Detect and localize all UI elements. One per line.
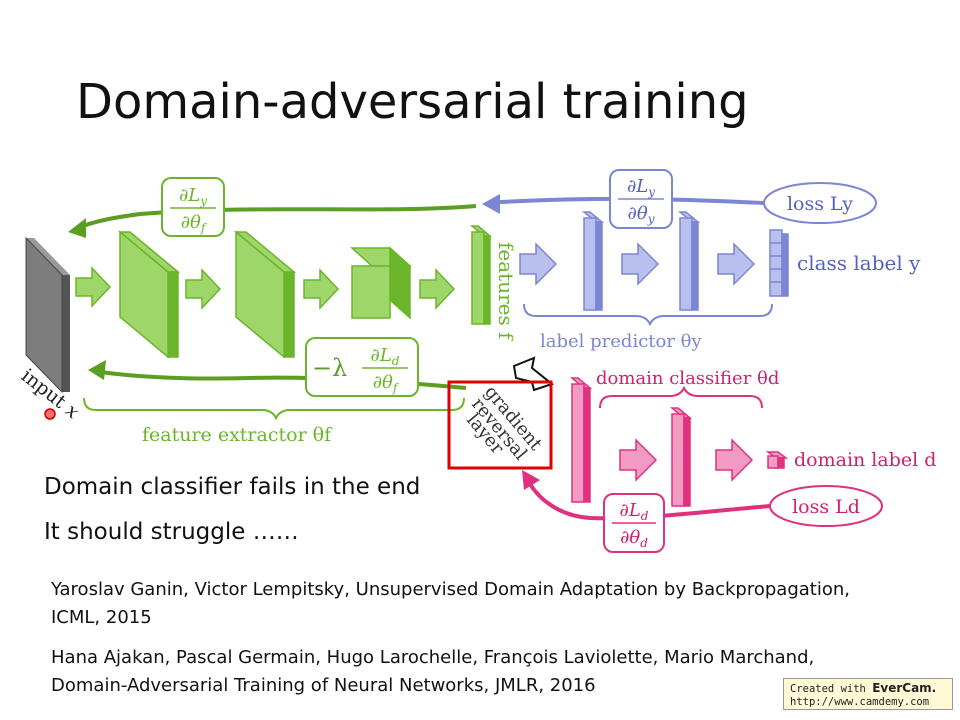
grad-reversed-box [305,337,419,397]
loss-y-label: loss Ly [787,193,853,215]
label-predictor-brace [523,303,773,327]
label-predictor-label: label predictor θy [540,331,703,352]
pink-arrow-1 [619,438,658,482]
input-slab [25,236,70,394]
watermark-prefix: Created with [790,683,873,695]
loss-d-label: loss Ld [792,496,860,518]
evercam-watermark: Created with EverCam. http://www.camdemy… [783,678,953,710]
feature-extractor-layers [75,225,493,359]
pink-arrow-2 [715,438,754,482]
svg-text:∂Ly: ∂Ly [179,185,207,208]
reference-2-line-2: Domain-Adversarial Training of Neural Ne… [51,675,596,696]
watermark-brand: EverCam. [872,681,937,695]
svg-text:−λ: −λ [312,354,347,382]
feature-extractor-label: feature extractor θf [142,424,333,446]
slide-title: Domain-adversarial training [76,74,749,130]
green-arrow-3 [303,268,340,310]
blue-arrow-1 [519,242,558,286]
grl-arrow [512,356,555,392]
features-label: features f [494,242,518,341]
domain-label: domain label d [794,449,936,471]
svg-text:features f: features f [494,242,518,341]
domain-classifier-layers [569,377,789,507]
green-arrow-4 [419,268,456,310]
reference-2: Hana Ajakan, Pascal Germain, Hugo Laroch… [51,644,814,700]
cursor-dot [44,408,56,420]
reference-1: Yaroslav Ganin, Victor Lempitsky, Unsupe… [51,576,850,632]
note-line-2: It should struggle …… [44,519,299,545]
green-arrow-2 [185,268,222,310]
watermark-url: http://www.camdemy.com [790,696,930,708]
blue-arrow-2 [621,242,660,286]
domain-classifier-label: domain classifier θd [596,368,779,389]
domain-classifier-brace [599,385,763,409]
gradient-reversal-label: gradient reversal layer [462,382,546,465]
grad-arrow-top-green [77,204,477,230]
green-arrow-1 [75,266,112,308]
grad-y-theta-f-box [161,177,225,237]
svg-text:∂Ly: ∂Ly [627,176,655,199]
label-predictor-layers [519,211,789,311]
note-line-1: Domain classifier fails in the end [44,474,421,500]
reference-1-line-2: ICML, 2015 [51,607,152,628]
blue-arrow-3 [717,242,756,286]
reference-1-line-1: Yaroslav Ganin, Victor Lempitsky, Unsupe… [51,579,850,600]
feature-extractor-brace [83,397,465,421]
class-label: class label y [797,251,921,275]
gradient-reversal-highlight [447,380,553,470]
reference-2-line-1: Hana Ajakan, Pascal Germain, Hugo Laroch… [51,647,815,668]
